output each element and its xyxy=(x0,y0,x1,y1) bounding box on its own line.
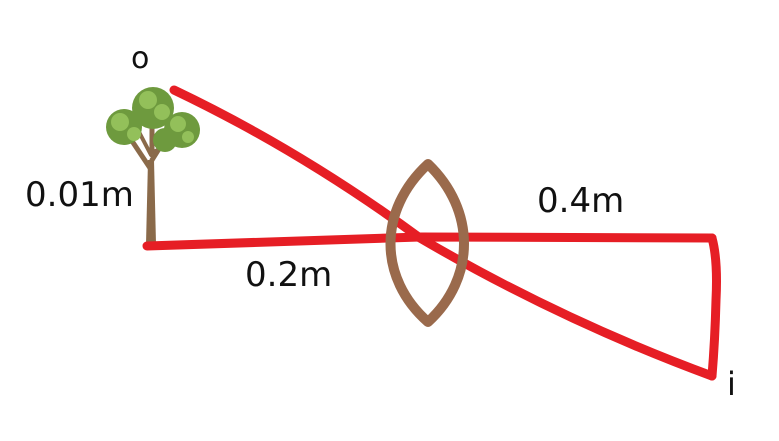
chief-ray xyxy=(169,85,717,381)
image-distance-label: 0.4m xyxy=(537,181,625,221)
convex-lens-icon xyxy=(385,159,469,327)
image-label: i xyxy=(727,365,736,403)
object-distance-label: 0.2m xyxy=(245,255,333,295)
object-label: o xyxy=(131,41,150,76)
object-height-label: 0.01m xyxy=(25,175,134,215)
tree-icon xyxy=(106,87,200,244)
image-height-line xyxy=(707,233,721,381)
light-rays xyxy=(142,85,721,381)
